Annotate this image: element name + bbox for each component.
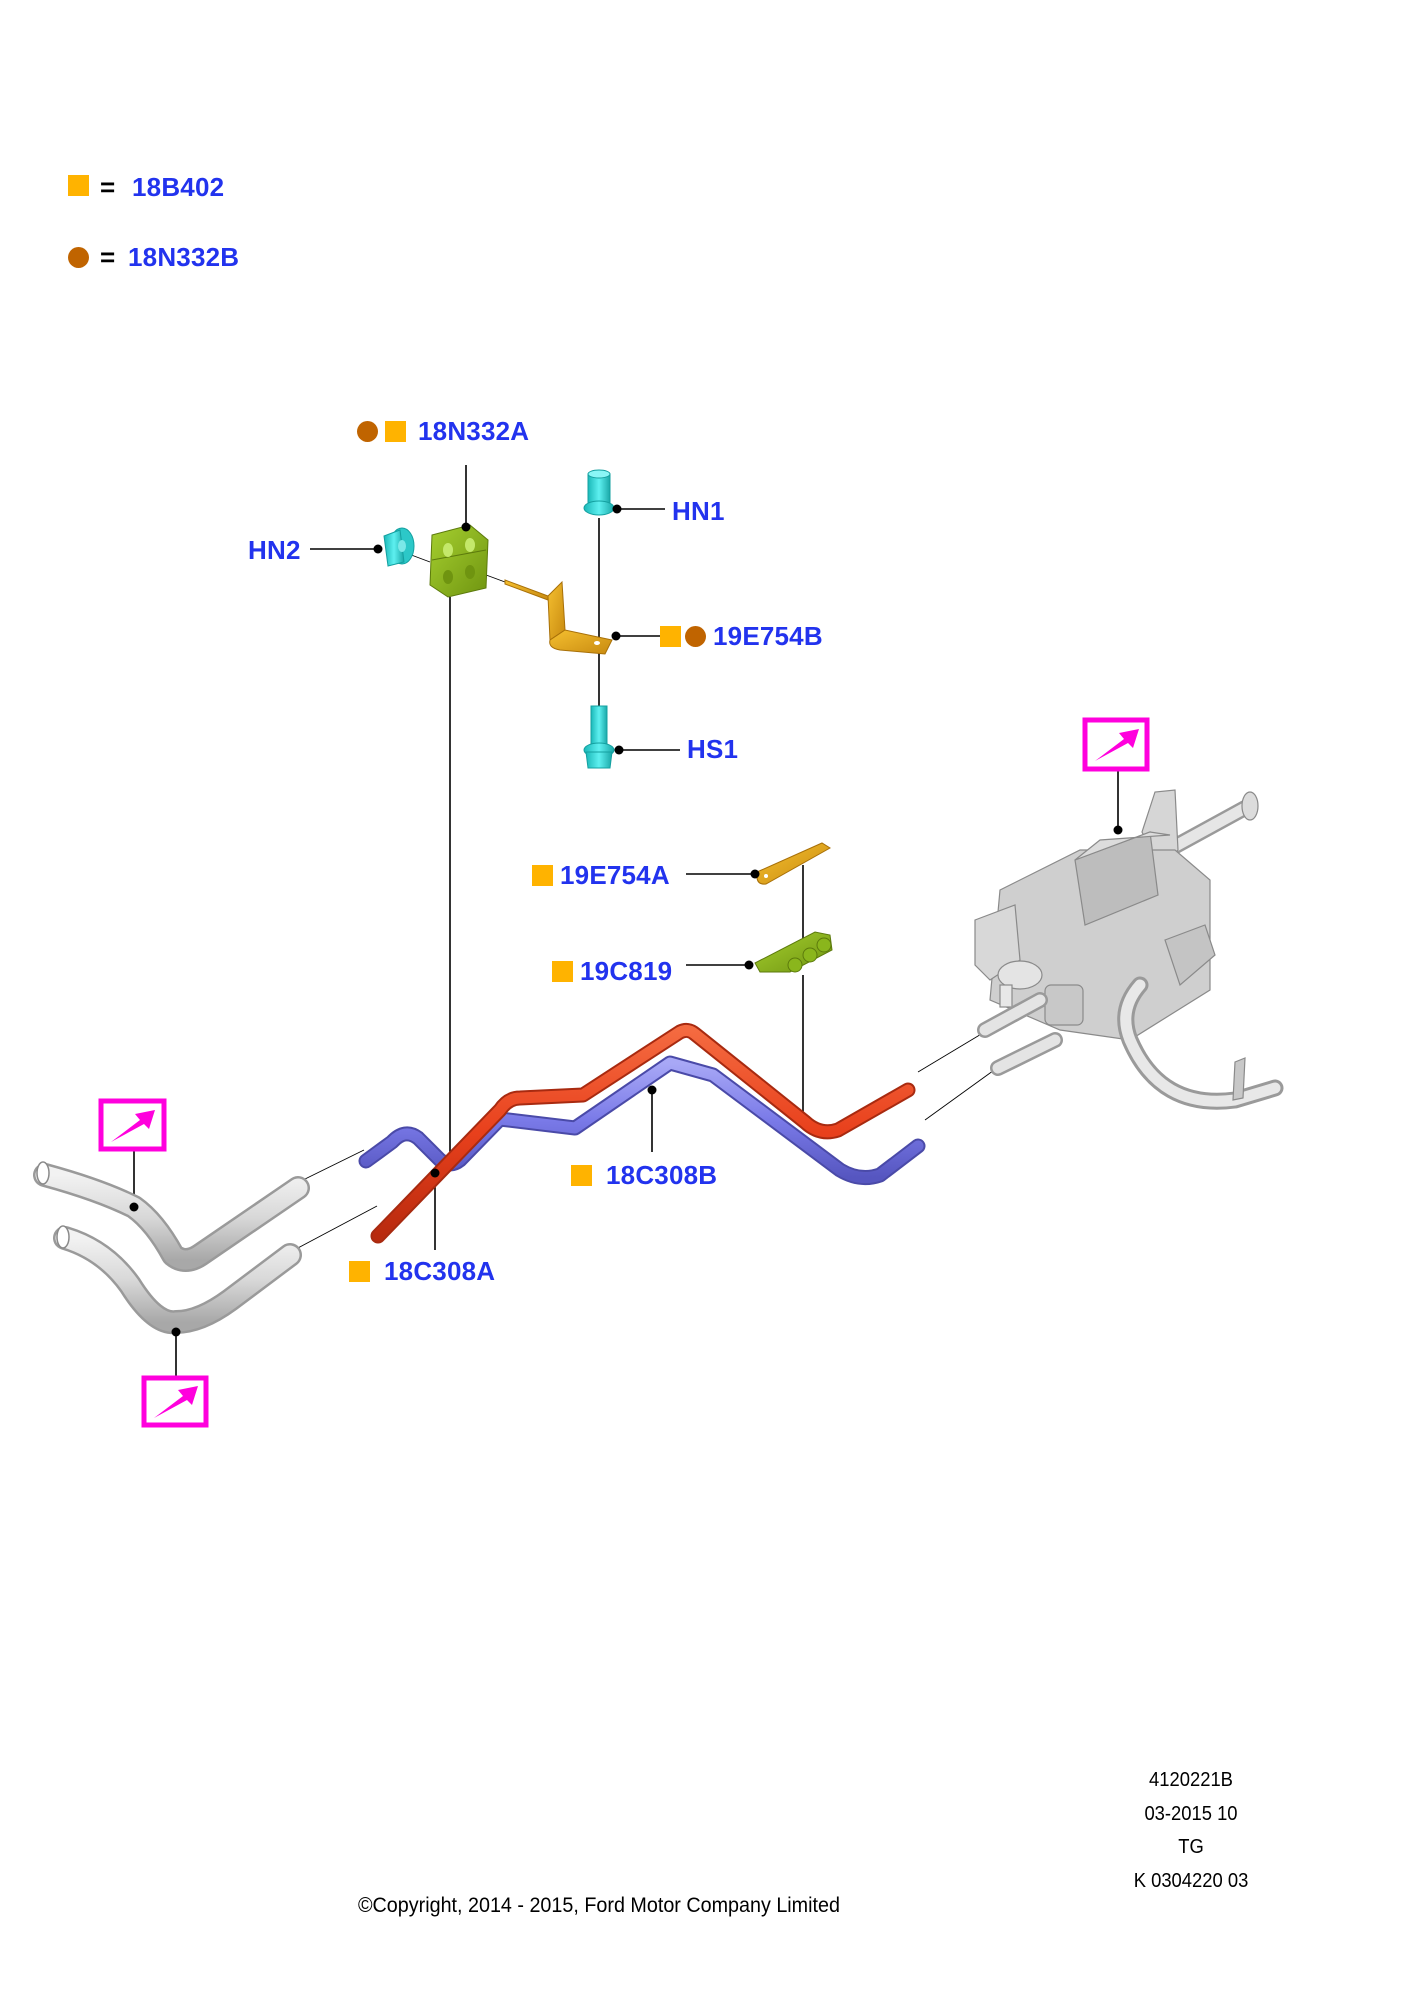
reference-link-heater-unit[interactable] [1082, 717, 1150, 772]
nut-hn2 [383, 527, 415, 567]
arrow-link-icon [154, 1386, 198, 1418]
connection-line [924, 1067, 998, 1121]
callout-18c308a[interactable]: 18C308A [384, 1256, 496, 1286]
heater-unit [974, 789, 1284, 1110]
square-marker [660, 626, 681, 647]
square-marker [349, 1261, 370, 1282]
drawing-code: TG [1178, 1836, 1204, 1858]
callout-19c819[interactable]: 19C819 [580, 956, 673, 986]
callout-hn2[interactable]: HN2 [248, 535, 301, 565]
reference-link-lower-hose[interactable] [141, 1375, 209, 1428]
callout-hs1[interactable]: HS1 [687, 734, 739, 764]
leader-dot-lower-hose [171, 1327, 181, 1337]
leader-dot-18c308b [647, 1085, 657, 1095]
square-marker [532, 865, 553, 886]
square-marker [385, 421, 406, 442]
bolt-hs1 [583, 705, 615, 769]
drawing-date: 03-2015 10 [1144, 1803, 1238, 1825]
callout-18c308b[interactable]: 18C308B [606, 1160, 718, 1190]
hose-18c308a [370, 1022, 916, 1244]
leader-dot-upper-hose [129, 1202, 139, 1212]
circle-marker [685, 626, 706, 647]
heater-hoses-left [33, 1161, 310, 1335]
legend-code-18n332b: 18N332B [128, 242, 240, 272]
legend-square-marker [68, 175, 89, 196]
callout-19e754b[interactable]: 19E754B [713, 621, 823, 651]
leader-dot-19e754b [611, 631, 621, 641]
legend-equals: = [100, 172, 116, 202]
connection-line [302, 1149, 365, 1181]
leader-dot-19c819 [744, 960, 754, 970]
leader-dot-hn1 [612, 504, 622, 514]
leader-dot-19e754a [750, 869, 760, 879]
bracket-19e754a [756, 842, 831, 885]
nut-hn1 [583, 469, 615, 516]
leader-dot-hs1 [614, 745, 624, 755]
callout-18n332a[interactable]: 18N332A [418, 416, 530, 446]
bracket-19e754b [504, 579, 613, 655]
legend-equals: = [100, 242, 116, 272]
leader-dot-18n332a [461, 522, 471, 532]
square-marker [571, 1165, 592, 1186]
circle-marker [357, 421, 378, 442]
arrow-link-icon [1095, 729, 1139, 761]
leader-dot-18c308a [430, 1168, 440, 1178]
leader-dot-hn2 [373, 544, 383, 554]
square-marker [552, 961, 573, 982]
k-number: K 0304220 03 [1133, 1870, 1249, 1892]
connection-line [917, 1032, 984, 1073]
leader-dot-heater-unit [1113, 825, 1123, 835]
legend-circle-marker [68, 247, 89, 268]
connection-line [295, 1205, 378, 1250]
legend-code-18b402: 18B402 [132, 172, 225, 202]
reference-link-upper-hose[interactable] [98, 1098, 167, 1152]
clip-18n332a [429, 524, 489, 598]
drawing-number: 4120221B [1149, 1769, 1233, 1791]
clip-19c819 [754, 931, 833, 973]
callout-19e754a[interactable]: 19E754A [560, 860, 670, 890]
copyright: ©Copyright, 2014 - 2015, Ford Motor Comp… [358, 1894, 840, 1917]
callout-hn1[interactable]: HN1 [672, 496, 725, 526]
arrow-link-icon [111, 1110, 155, 1142]
